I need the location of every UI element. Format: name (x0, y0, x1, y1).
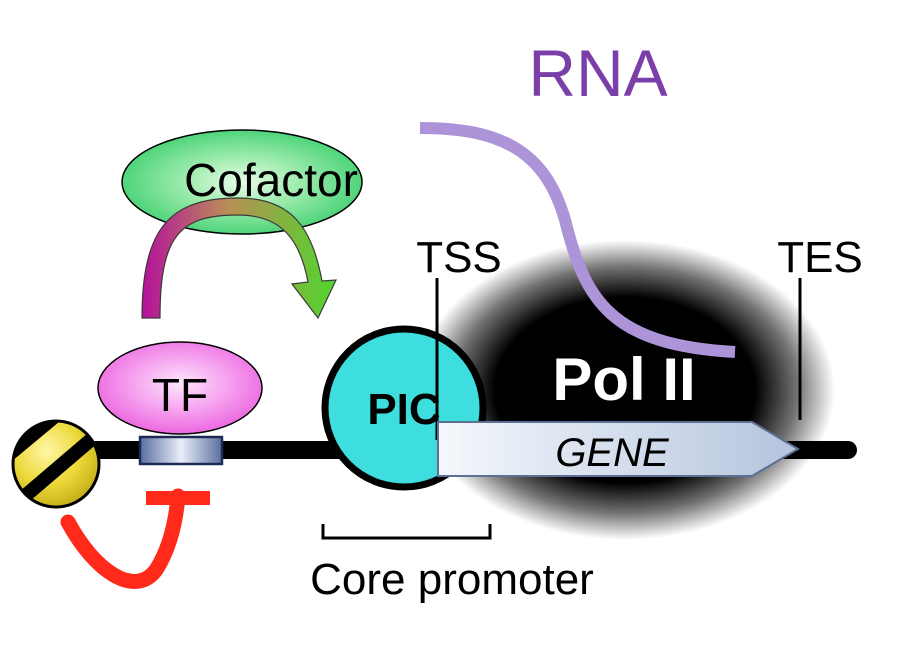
tf-protein: TF (97, 341, 263, 435)
cofactor-label: Cofactor (184, 154, 358, 206)
repression-mark-icon (60, 488, 210, 589)
gene-label: GENE (555, 431, 670, 475)
cofactor: Cofactor (121, 129, 363, 235)
tf-binding-site (138, 435, 224, 466)
rna-strand (419, 122, 736, 358)
pol-ii-label: Pol II (552, 346, 695, 413)
gene-arrow: GENE (437, 421, 800, 477)
nucleosome-icon (11, 419, 101, 509)
tss-label: TSS (416, 233, 502, 282)
core-promoter-label: Core promoter (310, 555, 594, 604)
pic-label: PIC (367, 385, 440, 434)
activation-arrow-icon (141, 197, 337, 320)
rna-label: RNA (528, 36, 667, 110)
tes-label: TES (777, 233, 863, 282)
core-promoter-bracket (321, 524, 492, 540)
tf-label: TF (152, 369, 208, 421)
